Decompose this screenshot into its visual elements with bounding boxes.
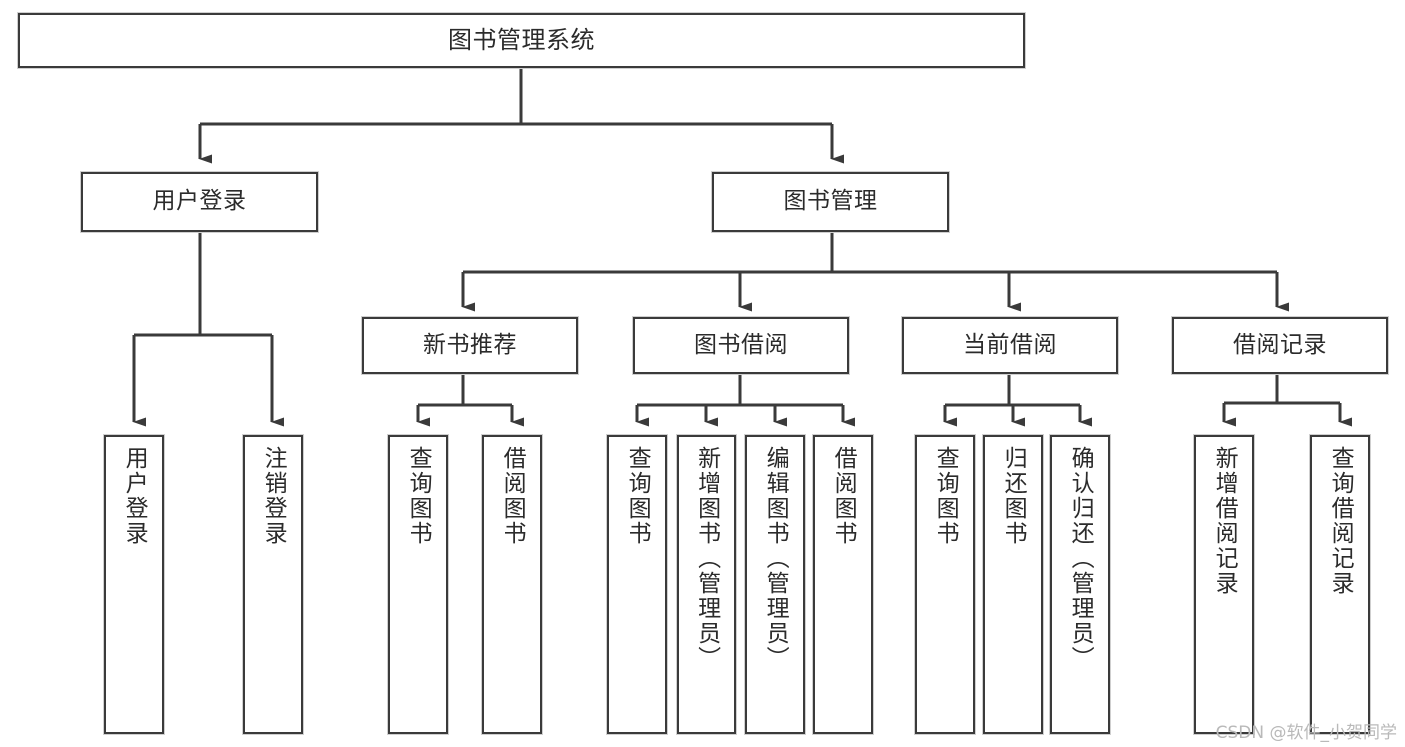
node-label: 确认归还（管理员） bbox=[1067, 446, 1094, 671]
node-user-login[interactable]: 用户登录 bbox=[81, 172, 318, 232]
node-leaf-query-borrow-record[interactable]: 查询借阅记录 bbox=[1310, 435, 1370, 734]
csdn-watermark: CSDN @软件_小贺同学 bbox=[1215, 723, 1397, 743]
node-leaf-logout[interactable]: 注销登录 bbox=[243, 435, 303, 734]
node-leaf-return-book[interactable]: 归还图书 bbox=[983, 435, 1043, 734]
node-label: 查询图书 bbox=[405, 446, 432, 546]
node-label: 查询图书 bbox=[624, 446, 651, 546]
node-leaf-query-book-recommend[interactable]: 查询图书 bbox=[388, 435, 448, 734]
node-label: 注销登录 bbox=[260, 446, 287, 546]
node-label: 图书借阅 bbox=[694, 331, 788, 358]
node-label: 新增图书（管理员） bbox=[693, 446, 720, 671]
node-leaf-confirm-return-admin[interactable]: 确认归还（管理员） bbox=[1050, 435, 1110, 734]
node-label: 归还图书 bbox=[1000, 446, 1027, 546]
node-label: 编辑图书（管理员） bbox=[762, 446, 789, 671]
node-leaf-borrow-book[interactable]: 借阅图书 bbox=[813, 435, 873, 734]
node-label: 新书推荐 bbox=[423, 331, 517, 358]
node-current-borrow[interactable]: 当前借阅 bbox=[902, 317, 1118, 374]
node-label: 借阅图书 bbox=[830, 446, 857, 546]
node-leaf-edit-book-admin[interactable]: 编辑图书（管理员） bbox=[745, 435, 805, 734]
node-book-borrow[interactable]: 图书借阅 bbox=[633, 317, 849, 374]
node-label: 用户登录 bbox=[152, 188, 247, 215]
node-label: 图书管理 bbox=[783, 188, 878, 215]
node-label: 新增借阅记录 bbox=[1211, 446, 1238, 596]
node-label: 借阅图书 bbox=[499, 446, 526, 546]
node-label: 借阅记录 bbox=[1233, 331, 1327, 358]
node-new-book-recommend[interactable]: 新书推荐 bbox=[362, 317, 578, 374]
node-label: 用户登录 bbox=[121, 446, 148, 546]
node-leaf-add-borrow-record[interactable]: 新增借阅记录 bbox=[1194, 435, 1254, 734]
node-leaf-query-book-current[interactable]: 查询图书 bbox=[915, 435, 975, 734]
node-label: 查询借阅记录 bbox=[1327, 446, 1354, 596]
node-borrow-record[interactable]: 借阅记录 bbox=[1172, 317, 1388, 374]
node-leaf-borrow-book-recommend[interactable]: 借阅图书 bbox=[482, 435, 542, 734]
node-root-system[interactable]: 图书管理系统 bbox=[18, 13, 1025, 68]
node-leaf-query-book-borrow[interactable]: 查询图书 bbox=[607, 435, 667, 734]
node-book-management[interactable]: 图书管理 bbox=[712, 172, 949, 232]
node-leaf-add-book-admin[interactable]: 新增图书（管理员） bbox=[677, 435, 736, 734]
node-label: 图书管理系统 bbox=[448, 26, 595, 55]
node-label: 当前借阅 bbox=[963, 331, 1057, 358]
node-leaf-user-login[interactable]: 用户登录 bbox=[104, 435, 164, 734]
node-label: 查询图书 bbox=[932, 446, 959, 546]
